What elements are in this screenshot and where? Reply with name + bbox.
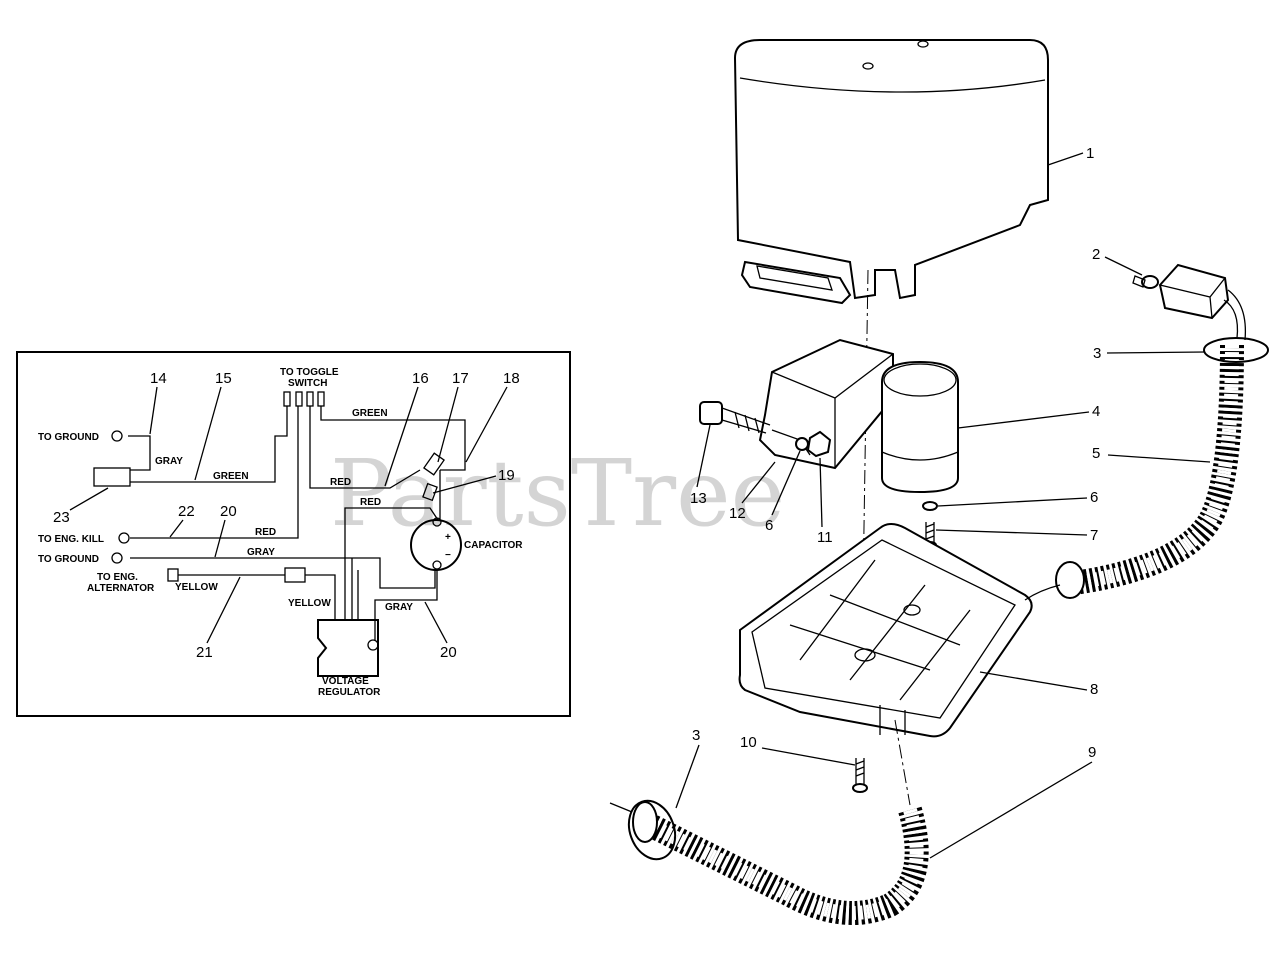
callout-10: 10 (740, 734, 757, 751)
nut-part-11 (806, 430, 832, 458)
watermark: PartsTree (330, 440, 785, 547)
callout-7: 7 (1090, 527, 1098, 544)
wiring-schematic: TO TOGGLE SWITCH (16, 351, 571, 717)
wire-gray-14: GRAY (155, 456, 183, 467)
connector-23-icon (93, 467, 131, 487)
to-toggle-label: TO TOGGLE (280, 367, 339, 378)
callout-3b: 3 (692, 727, 700, 744)
callout-19: 19 (498, 467, 515, 484)
callout-9: 9 (1088, 744, 1096, 761)
to-toggle-label-2: SWITCH (288, 378, 327, 389)
voltage-regulator-icon (317, 619, 379, 677)
conduit-part-5 (1055, 337, 1269, 599)
to-ground-label-2: TO GROUND (38, 554, 99, 565)
wire-yellow-21: YELLOW (175, 582, 218, 593)
ground-terminal-icon-2 (111, 552, 123, 564)
capacitor-minus: − (445, 550, 451, 561)
callout-14: 14 (150, 370, 167, 387)
exploded-parts-view: 1 2 3 4 5 6 7 8 9 10 3 13 12 6 (609, 39, 1269, 925)
alternator-plug-icon (167, 568, 179, 582)
callout-20a: 20 (220, 503, 237, 520)
callout-15: 15 (215, 370, 232, 387)
capacitor-plus: + (445, 532, 451, 543)
capacitor-label: CAPACITOR (464, 540, 523, 551)
callout-6b: 6 (765, 517, 773, 534)
capacitor-icon (410, 519, 462, 571)
conduit-part-9 (609, 799, 929, 925)
inline-connector-icon (284, 567, 306, 583)
kill-terminal-icon (118, 532, 130, 544)
schematic-callouts: 14 15 16 17 18 19 20 22 23 21 20 (53, 370, 520, 661)
callout-17: 17 (452, 370, 469, 387)
wire-yellow-reg: YELLOW (288, 598, 331, 609)
callout-13: 13 (690, 490, 707, 507)
callout-23: 23 (53, 509, 70, 526)
wire-red-cap: RED (360, 497, 381, 508)
wire-green-15: GREEN (213, 471, 249, 482)
callout-5: 5 (1092, 445, 1100, 462)
bolt-part-13 (699, 401, 771, 434)
voltage-label: VOLTAGE (322, 676, 369, 687)
ground-terminal-icon (111, 430, 123, 442)
callout-22: 22 (178, 503, 195, 520)
callout-16: 16 (412, 370, 429, 387)
to-eng-alt-label: TO ENG. (97, 572, 138, 583)
washer-part-6b (922, 501, 938, 511)
screw-part-10 (852, 758, 868, 793)
wire-red-16: RED (330, 477, 351, 488)
wire-gray-20: GRAY (247, 547, 275, 558)
callout-11: 11 (817, 529, 833, 546)
cover-part-1 (733, 39, 1049, 305)
callout-3a: 3 (1093, 345, 1101, 362)
callout-4: 4 (1092, 403, 1100, 420)
toggle-switch-connectors (283, 391, 325, 407)
toggle-switch-part-2 (1132, 263, 1230, 320)
callout-6a: 6 (1090, 489, 1098, 506)
bracket-part-12 (758, 338, 894, 470)
callout-18: 18 (503, 370, 520, 387)
wire-red-22: RED (255, 527, 276, 538)
diode-19-icon (422, 482, 438, 502)
callout-8: 8 (1090, 681, 1098, 698)
callout-1: 1 (1086, 145, 1094, 162)
capacitor-part-4 (881, 360, 959, 494)
wire-green-16: GREEN (352, 408, 388, 419)
alternator-label: ALTERNATOR (87, 583, 155, 594)
wire-gray-20b: GRAY (385, 602, 413, 613)
callout-21: 21 (196, 644, 213, 661)
callout-20b: 20 (440, 644, 457, 661)
washer-part-6 (795, 437, 809, 451)
regulator-label: REGULATOR (318, 687, 381, 698)
callout-2: 2 (1092, 246, 1100, 263)
to-ground-label-1: TO GROUND (38, 432, 99, 443)
switch-wires (1223, 289, 1247, 341)
conduit-link (1024, 584, 1061, 601)
callout-12: 12 (729, 505, 746, 522)
parts-callouts: 1 2 3 4 5 6 7 8 9 10 3 13 12 6 (675, 145, 1211, 859)
to-eng-kill-label: TO ENG. KILL (38, 534, 104, 545)
base-tray-part-8 (738, 523, 1033, 738)
schematic-frame (16, 351, 571, 717)
